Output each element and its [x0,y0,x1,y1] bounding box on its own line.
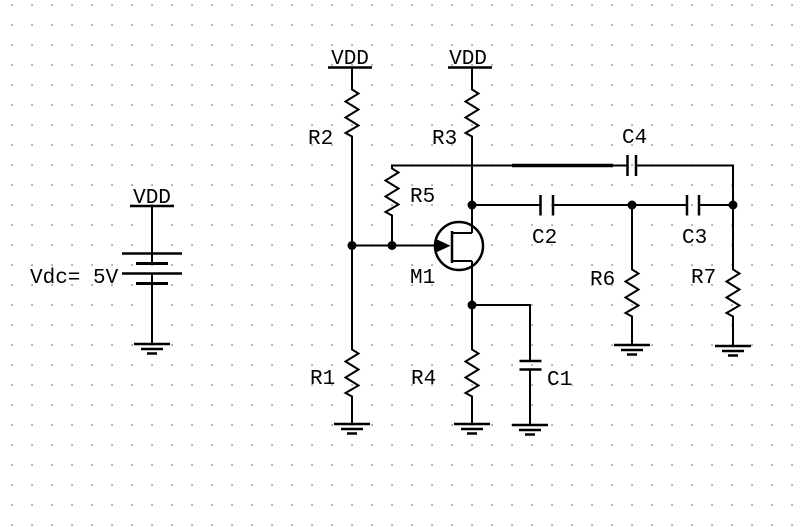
label-r1: R1 [310,368,335,391]
label-r4: R4 [411,368,436,391]
label-m1: M1 [410,267,435,290]
capacitor-c2-symbol[interactable] [539,195,555,216]
label-r7: R7 [691,267,716,290]
junction-dot [387,241,397,250]
capacitor-c4-symbol[interactable] [626,155,638,176]
label-r6: R6 [590,269,615,292]
vdd-label-left: VDD [133,187,171,210]
label-r2: R2 [308,128,333,151]
wire[interactable] [637,164,734,206]
label-c4: C4 [622,127,647,150]
battery-symbol-v1[interactable] [122,252,182,285]
mosfet-m1-symbol[interactable] [433,220,485,272]
capacitor-c3-symbol[interactable] [685,195,701,216]
vdd-label-r2: VDD [331,48,369,71]
wire[interactable] [472,304,531,361]
gate-arrow-icon [436,239,451,253]
label-c3: C3 [682,227,707,250]
vdd-label-r3: VDD [449,48,487,71]
label-c1: C1 [547,369,572,392]
label-r5: R5 [410,186,435,209]
label-r3: R3 [432,128,457,151]
label-c2: C2 [532,227,557,250]
dc-source-value-label: Vdc= 5V [30,267,119,290]
junction-dot [347,241,357,250]
